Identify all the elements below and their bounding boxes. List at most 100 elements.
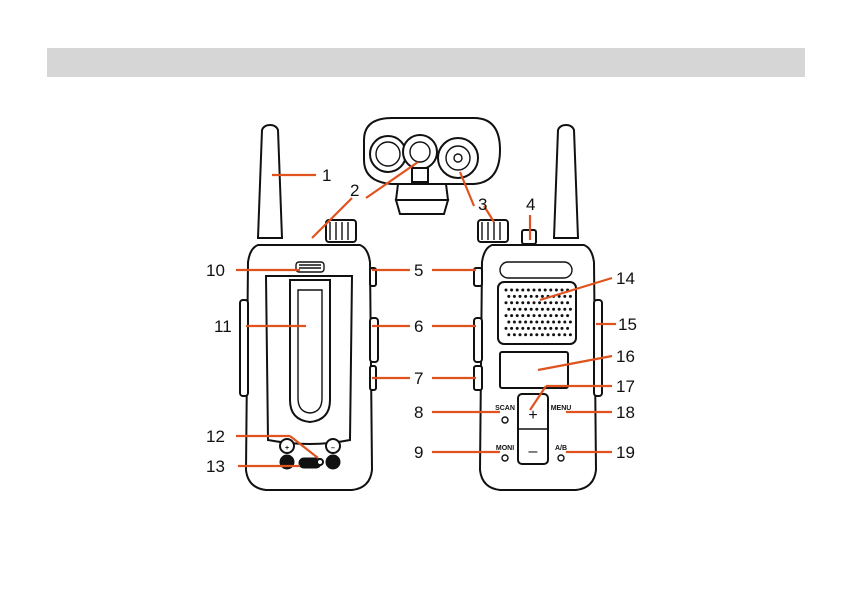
speaker-hole [535,308,538,311]
speaker-hole [513,295,516,298]
speaker-hole [569,295,572,298]
speaker-hole [538,301,541,304]
speaker-hole [535,295,538,298]
callout-18: 18 [616,403,635,422]
speaker-hole [552,321,555,324]
speaker-hole [555,289,558,292]
speaker-hole [521,314,524,317]
speaker-hole [549,301,552,304]
speaker-hole [513,308,516,311]
speaker-hole [530,295,533,298]
speaker-hole [549,327,552,330]
speaker-hole [530,308,533,311]
belt-clip [290,280,330,422]
speaker-hole [516,314,519,317]
callout-13: 13 [206,457,225,476]
callout-15: 15 [618,315,637,334]
callout-9: 9 [414,443,423,462]
callout-8: 8 [414,403,423,422]
hole-12 [317,459,323,465]
speaker-hole [541,295,544,298]
speaker-hole [507,321,510,324]
speaker-hole [544,327,547,330]
speaker-hole [561,301,564,304]
speaker-hole [569,333,572,336]
charge-pin-right [326,455,340,469]
speaker-hole [519,308,522,311]
speaker-hole [510,301,513,304]
speaker-hole [507,333,510,336]
speaker-hole [535,333,538,336]
speaker-hole [552,308,555,311]
speaker-hole [519,321,522,324]
speaker-hole [544,314,547,317]
callout-3: 3 [478,195,487,214]
speaker-hole [547,333,550,336]
speaker-hole [544,289,547,292]
callout-5: 5 [414,261,423,280]
speaker-hole [527,289,530,292]
side-panel-left [240,300,248,396]
speaker-hole [521,301,524,304]
speaker-hole [558,308,561,311]
speaker-hole [547,308,550,311]
speaker-hole [561,289,564,292]
top-view-clip [396,184,448,200]
speaker-hole [561,314,564,317]
speaker-hole [519,333,522,336]
speaker-hole [505,289,508,292]
speaker-hole [555,314,558,317]
callout-2: 2 [350,181,359,200]
speaker-hole [510,327,513,330]
front-radio: + – SCAN MONI MENU A/B [474,125,602,490]
negative-symbol: – [331,445,335,452]
speaker-hole [533,327,536,330]
speaker-hole [563,333,566,336]
speaker-hole [530,321,533,324]
speaker-hole [521,289,524,292]
speaker-hole [524,321,527,324]
speaker-hole [513,321,516,324]
speaker-hole [558,333,561,336]
speaker-hole [530,333,533,336]
speaker-hole [561,327,564,330]
speaker-hole [527,301,530,304]
speaker-hole [516,301,519,304]
channel-knob-top [438,138,478,178]
speaker-hole [566,327,569,330]
side-panel-right [594,300,602,396]
callout-6: 6 [414,317,423,336]
callout-11: 11 [214,317,232,336]
callout-16: 16 [616,347,635,366]
speaker-hole [566,301,569,304]
speaker-hole [555,301,558,304]
speaker-hole [558,321,561,324]
speaker-hole [569,308,572,311]
speaker-hole [521,327,524,330]
led-indicator-top [403,135,437,169]
antenna-front [554,125,578,238]
speaker-hole [510,289,513,292]
speaker-hole [541,333,544,336]
callout-14: 14 [616,269,635,288]
speaker-hole [505,301,508,304]
speaker-hole [555,327,558,330]
speaker-hole [544,301,547,304]
speaker-hole [538,289,541,292]
speaker-hole [538,314,541,317]
callout-19: 19 [616,443,635,462]
speaker-hole [516,289,519,292]
speaker-hole [541,308,544,311]
speaker-hole [524,308,527,311]
speaker-hole [519,295,522,298]
speaker-hole [516,327,519,330]
ab-key-label: A/B [555,445,567,452]
speaker-hole [527,327,530,330]
speaker-hole [549,314,552,317]
antenna-rear [258,125,282,238]
speaker-hole [533,314,536,317]
speaker-hole [513,333,516,336]
speaker-hole [563,321,566,324]
speaker-hole [505,327,508,330]
